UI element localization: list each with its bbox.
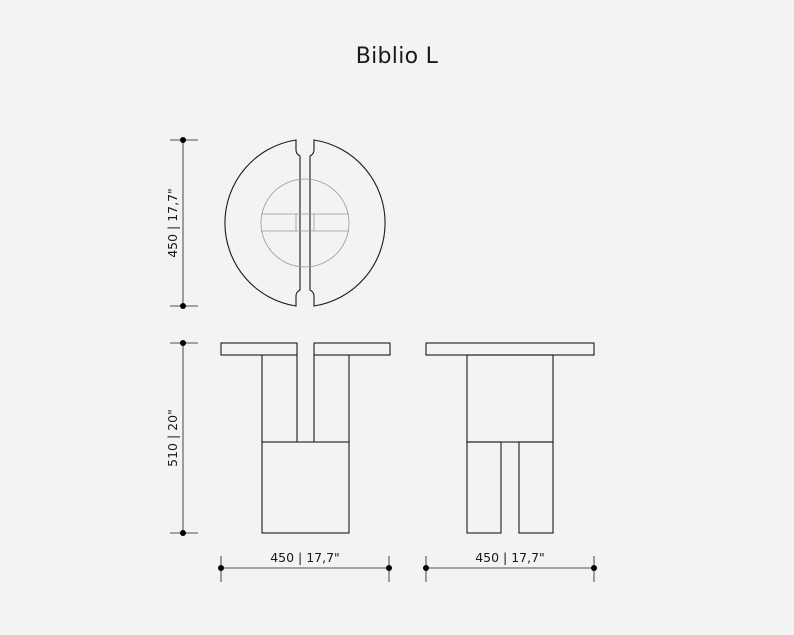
side-leg-left: [466, 441, 502, 534]
dimension-height: 510 | 20": [165, 340, 198, 536]
top-view: [224, 139, 386, 307]
front-left-leg: [261, 355, 298, 443]
left-half-disc: [224, 139, 301, 307]
front-width-label: 450 | 17,7": [270, 550, 340, 565]
inner-shelf-circle: [260, 178, 350, 268]
side-width-label: 450 | 17,7": [475, 550, 545, 565]
front-base: [261, 441, 350, 534]
front-top-left: [220, 342, 298, 356]
dimension-top-view: 450 | 17,7": [165, 137, 198, 309]
right-half-disc: [309, 139, 386, 307]
side-body: [466, 354, 554, 443]
product-title: Biblio L: [355, 44, 439, 69]
front-top-right: [313, 342, 391, 356]
height-label: 510 | 20": [165, 409, 180, 467]
side-view: [425, 342, 595, 534]
front-right-leg: [313, 355, 350, 443]
dimension-side-width: 450 | 17,7": [423, 550, 597, 582]
depth-label: 450 | 17,7": [165, 188, 180, 258]
front-view: [220, 342, 391, 534]
side-leg-right: [518, 441, 554, 534]
dimension-front-width: 450 | 17,7": [218, 550, 392, 582]
side-top: [425, 342, 595, 356]
